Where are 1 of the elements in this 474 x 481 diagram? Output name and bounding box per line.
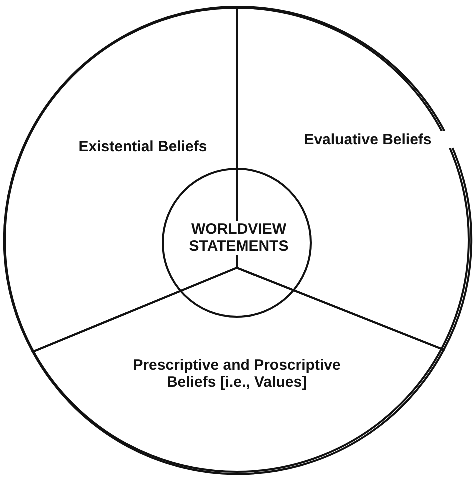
center-circle [162, 168, 312, 318]
